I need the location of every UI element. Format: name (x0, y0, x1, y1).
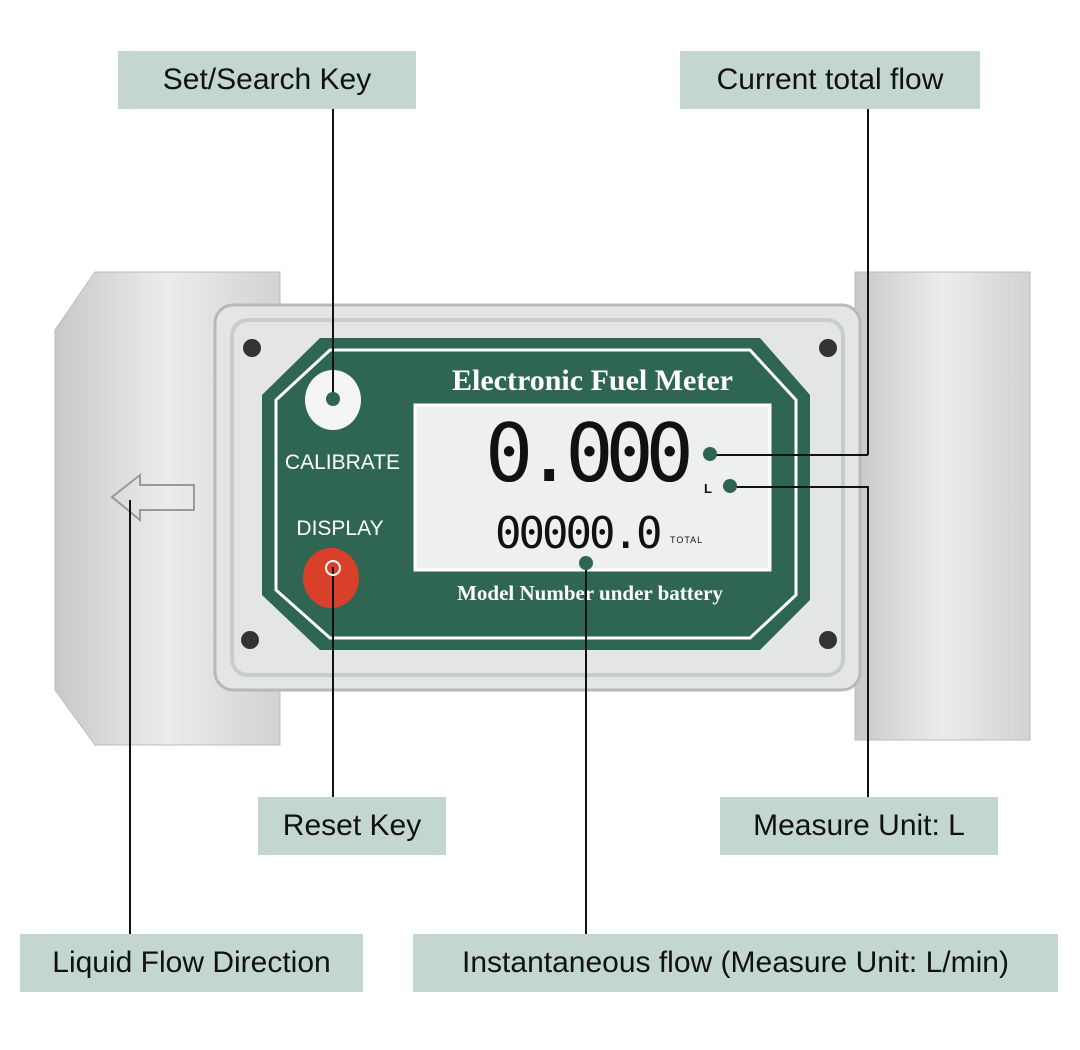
reset-button (303, 548, 359, 608)
callout-dot (325, 560, 341, 576)
callout-line (332, 567, 334, 797)
label-measure-unit: Measure Unit: L (720, 797, 998, 855)
callout-line (867, 109, 869, 455)
callout-dot (579, 556, 593, 570)
total-reading: 00000.0 (495, 508, 662, 559)
label-instantaneous-flow: Instantaneous flow (Measure Unit: L/min) (413, 934, 1058, 992)
meter-title: Electronic Fuel Meter (452, 364, 733, 397)
label-current-total-flow: Current total flow (680, 51, 980, 109)
flow-arrow-icon (110, 472, 195, 523)
label-flow-direction: Liquid Flow Direction (20, 934, 363, 992)
calibrate-label: CALIBRATE (284, 451, 401, 474)
model-number-note: Model Number under battery (457, 581, 723, 605)
total-label: TOTAL (670, 535, 704, 545)
callout-line (710, 454, 868, 456)
callout-dot (723, 479, 737, 493)
label-reset-key: Reset Key (258, 797, 446, 855)
right-fitting (854, 271, 1031, 741)
callout-line (585, 563, 587, 934)
callout-line (867, 486, 869, 797)
callout-dot (326, 392, 340, 406)
callout-line (730, 486, 869, 488)
display-label: DISPLAY (296, 517, 384, 540)
callout-dot (703, 447, 717, 461)
main-reading: 0.000 (485, 407, 694, 500)
lcd-screen (413, 403, 772, 572)
label-set-search-key: Set/Search Key (118, 51, 416, 109)
callout-line (332, 109, 334, 399)
unit-indicator: L (704, 481, 712, 496)
callout-line (129, 500, 131, 934)
